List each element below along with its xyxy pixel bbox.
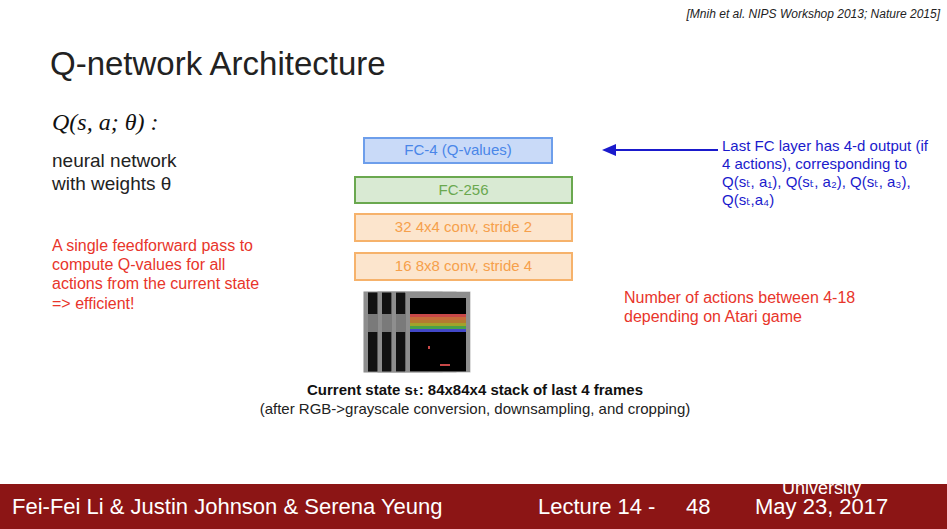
leader-line bbox=[612, 149, 718, 151]
brick-row bbox=[410, 323, 466, 326]
brick-row bbox=[368, 314, 378, 332]
slide-label: Number of actions between 4-18 depending… bbox=[624, 288, 894, 326]
layer-box: 16 8x8 conv, stride 4 bbox=[354, 252, 573, 281]
wall bbox=[392, 292, 396, 372]
slide-label: neural network with weights θ bbox=[52, 150, 202, 196]
slide-label: A single feedforward pass to compute Q-v… bbox=[52, 236, 280, 313]
layer-name: FC-4 (Q-values) bbox=[404, 142, 512, 159]
slide-label: Current state sₜ: 84x84x4 stack of last … bbox=[200, 381, 750, 399]
layer-box: 32 4x4 conv, stride 2 bbox=[354, 213, 573, 242]
brick-row bbox=[410, 329, 466, 332]
slide-label: Fei-Fei Li & Justin Johnson & Serena Yeu… bbox=[12, 494, 512, 520]
layer-box: FC-256 bbox=[354, 176, 573, 204]
wall bbox=[466, 292, 470, 372]
slide-label: University bbox=[782, 478, 932, 500]
wall bbox=[364, 292, 368, 372]
arrow-head bbox=[602, 144, 616, 156]
brick-row bbox=[396, 314, 406, 332]
brick-row bbox=[410, 317, 466, 320]
layer-name: 32 4x4 conv, stride 2 bbox=[395, 219, 532, 236]
slide-label: Lecture 14 - bbox=[538, 494, 683, 520]
brick-row bbox=[410, 320, 466, 323]
brick-row bbox=[410, 326, 466, 329]
brick-row bbox=[410, 314, 466, 317]
wall bbox=[378, 292, 382, 372]
slide-label: Last FC layer has 4-d output (if 4 actio… bbox=[722, 137, 937, 209]
layer-name: FC-256 bbox=[438, 182, 488, 199]
slide-label: [Mnih et al. NIPS Workshop 2013; Nature … bbox=[540, 7, 940, 21]
paddle bbox=[440, 364, 450, 366]
frame-front bbox=[406, 292, 470, 372]
brick-row bbox=[382, 314, 392, 332]
ball bbox=[428, 346, 430, 349]
wall bbox=[406, 292, 410, 372]
layer-name: 16 8x8 conv, stride 4 bbox=[395, 258, 532, 275]
slide-label: Q(s, a; θ) : bbox=[52, 108, 272, 137]
wall bbox=[406, 292, 470, 298]
slide-title: Q-network Architecture bbox=[50, 44, 650, 84]
slide-label: (after RGB->grayscale conversion, downsa… bbox=[180, 400, 770, 418]
slide-label: 48 bbox=[686, 494, 726, 520]
layer-box: FC-4 (Q-values) bbox=[363, 137, 553, 164]
callout-arrow bbox=[602, 144, 718, 156]
atari-frames bbox=[364, 292, 470, 372]
